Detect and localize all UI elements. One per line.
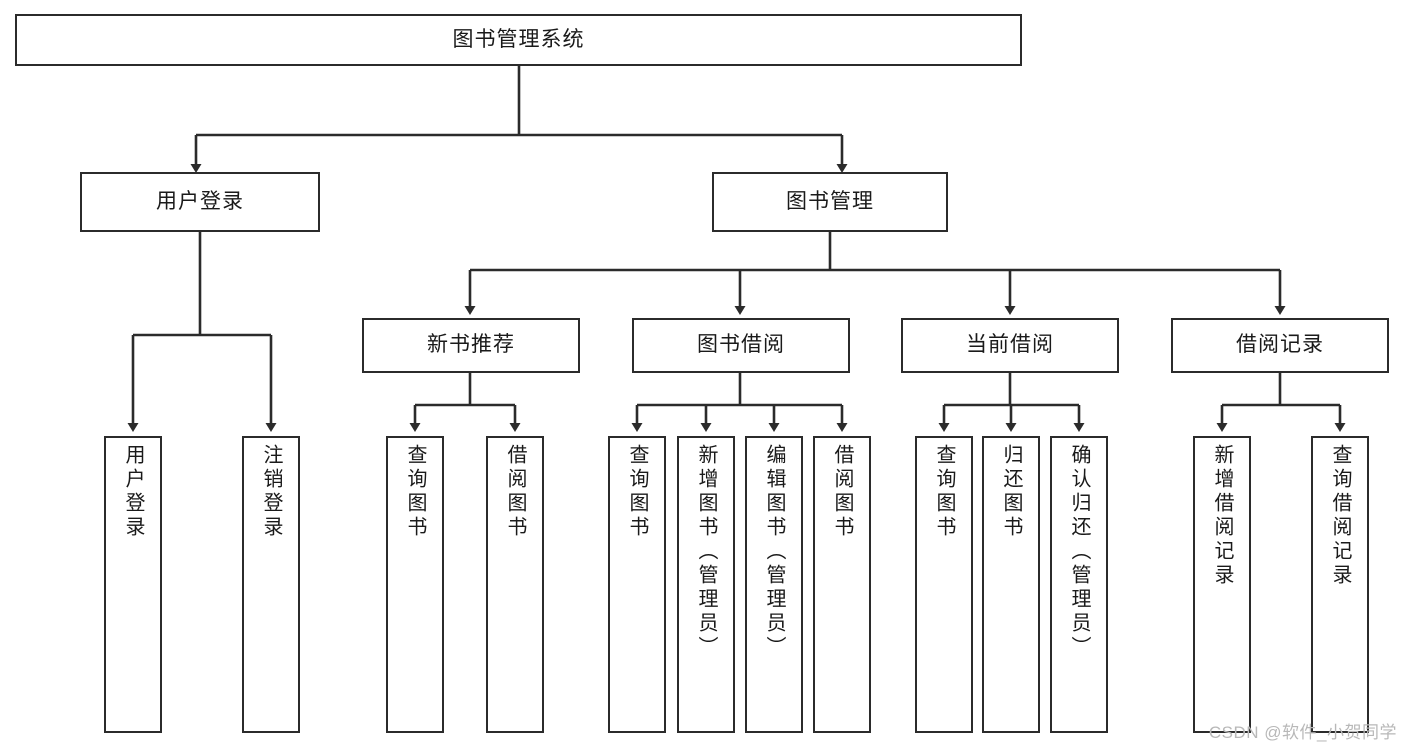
leaf-recommend-borrow-book[interactable]: 借阅图书 <box>486 436 544 733</box>
node-book-borrow[interactable]: 图书借阅 <box>632 318 850 373</box>
node-root-system[interactable]: 图书管理系统 <box>15 14 1022 66</box>
leaf-record-query-record[interactable]: 查询借阅记录 <box>1311 436 1369 733</box>
node-label: 确认归还（管理员） <box>1068 444 1090 660</box>
node-label: 新增借阅记录 <box>1211 444 1233 588</box>
node-label: 查询图书 <box>933 444 955 540</box>
node-borrow-record[interactable]: 借阅记录 <box>1171 318 1389 373</box>
node-current-borrow[interactable]: 当前借阅 <box>901 318 1119 373</box>
node-label: 查询图书 <box>404 444 426 540</box>
leaf-current-query-book[interactable]: 查询图书 <box>915 436 973 733</box>
leaf-user-login-logout[interactable]: 注销登录 <box>242 436 300 733</box>
node-label: 借阅图书 <box>504 444 526 540</box>
leaf-user-login-login[interactable]: 用户登录 <box>104 436 162 733</box>
leaf-borrow-query-book[interactable]: 查询图书 <box>608 436 666 733</box>
node-label: 归还图书 <box>1000 444 1022 540</box>
node-label: 新书推荐 <box>427 333 515 357</box>
node-label: 注销登录 <box>260 444 282 540</box>
node-label: 借阅记录 <box>1236 333 1324 357</box>
watermark-text: CSDN @软件_小贺同学 <box>1208 723 1397 742</box>
node-label: 新增图书（管理员） <box>695 444 717 660</box>
leaf-borrow-add-book-admin[interactable]: 新增图书（管理员） <box>677 436 735 733</box>
node-label: 用户登录 <box>122 444 144 540</box>
node-label: 图书管理 <box>786 189 874 213</box>
leaf-borrow-borrow-book[interactable]: 借阅图书 <box>813 436 871 733</box>
node-label: 用户登录 <box>156 189 244 213</box>
node-label: 查询借阅记录 <box>1329 444 1351 588</box>
leaf-current-confirm-return-admin[interactable]: 确认归还（管理员） <box>1050 436 1108 733</box>
node-user-login[interactable]: 用户登录 <box>80 172 320 232</box>
node-label: 借阅图书 <box>831 444 853 540</box>
node-label: 图书借阅 <box>697 333 785 357</box>
leaf-borrow-edit-book-admin[interactable]: 编辑图书（管理员） <box>745 436 803 733</box>
leaf-record-add-record[interactable]: 新增借阅记录 <box>1193 436 1251 733</box>
node-label: 查询图书 <box>626 444 648 540</box>
node-label: 图书管理系统 <box>452 27 585 51</box>
leaf-current-return-book[interactable]: 归还图书 <box>982 436 1040 733</box>
leaf-recommend-query-book[interactable]: 查询图书 <box>386 436 444 733</box>
node-label: 编辑图书（管理员） <box>763 444 785 660</box>
node-label: 当前借阅 <box>966 333 1054 357</box>
node-book-management[interactable]: 图书管理 <box>712 172 948 232</box>
node-new-book-recommend[interactable]: 新书推荐 <box>362 318 580 373</box>
